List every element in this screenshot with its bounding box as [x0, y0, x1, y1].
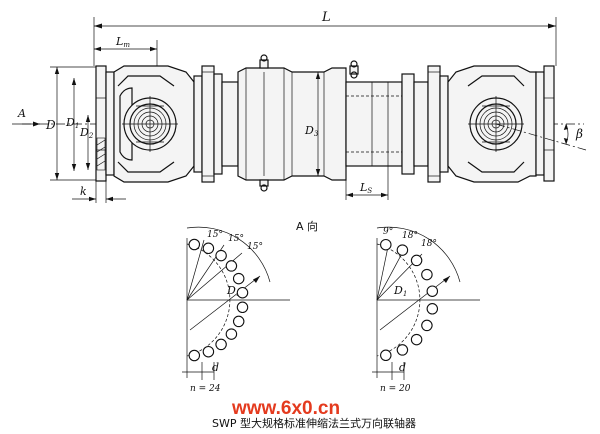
right-mid-flange: [413, 65, 449, 183]
dim-Lm-label: Lm: [115, 35, 130, 49]
bolt-hole-24-9: [225, 328, 238, 340]
bolt-pattern-24: D1 15° 15° 15° d n = 24: [182, 226, 290, 394]
svg-text:15°: 15°: [207, 230, 223, 240]
spline-sleeve: D3: [237, 54, 359, 192]
bolt-hole-20-7: [421, 319, 433, 332]
dim-L-label: L: [321, 10, 331, 25]
svg-text:15°: 15°: [247, 242, 263, 252]
dim-L: L: [93, 10, 557, 66]
bolt-hole-24-8: [232, 315, 245, 328]
bolt-hole-20-2: [396, 244, 409, 256]
bolt-hole-24-7: [236, 301, 249, 314]
bolt-hole-24-1: [188, 238, 201, 251]
bolt-hole-20-10: [380, 349, 392, 362]
pattern-20-D1: D1: [393, 284, 407, 298]
left-flange: [95, 65, 115, 182]
svg-text:LS: LS: [359, 181, 372, 195]
bolt-hole-24-6: [236, 286, 249, 299]
telescopic-shaft: [345, 73, 415, 175]
dim-LS: LS: [345, 166, 389, 200]
bolt-hole-20-5: [426, 285, 439, 297]
right-yoke: [447, 65, 537, 183]
bolt-hole-24-11: [202, 345, 215, 358]
svg-text:d: d: [399, 361, 406, 374]
svg-text:n = 20: n = 20: [380, 384, 411, 394]
bolt-hole-20-8: [410, 333, 423, 346]
bolt-hole-20-3: [410, 254, 423, 267]
left-yoke: [113, 65, 195, 183]
bolt-hole-20-1: [380, 238, 392, 251]
svg-text:D2: D2: [79, 126, 94, 140]
bolt-hole-24-2: [202, 242, 215, 255]
svg-text:d: d: [212, 361, 219, 374]
bolt-pattern-20: D1 9° 18° 18° d n = 20: [372, 226, 480, 394]
view-A-title: A 向: [296, 219, 318, 233]
watermark: www.6x0.cn: [231, 398, 340, 419]
bolt-hole-20-9: [396, 344, 409, 356]
bolt-hole-24-3: [215, 249, 227, 262]
left-mid-flange: [193, 65, 239, 183]
angle-beta: β: [495, 123, 587, 151]
svg-text:β: β: [575, 127, 583, 141]
dim-D: D: [45, 66, 96, 181]
dim-D2: D2: [79, 115, 94, 170]
right-flange: [535, 65, 555, 182]
svg-text:A: A: [17, 107, 26, 120]
view-arrow-A: A: [12, 107, 40, 127]
dim-D1: D1: [65, 78, 79, 171]
svg-text:18°: 18°: [421, 239, 437, 249]
dim-D3-label: D3: [304, 124, 319, 138]
bolt-hole-20-6: [426, 303, 439, 315]
dim-Lm: Lm: [94, 35, 158, 66]
bolt-hole-24-4: [225, 260, 238, 272]
svg-text:D1: D1: [65, 116, 79, 130]
svg-text:n = 24: n = 24: [190, 384, 221, 394]
svg-text:9°: 9°: [383, 227, 393, 237]
bolt-hole-24-10: [215, 338, 227, 351]
dim-k: k: [72, 181, 126, 203]
svg-text:15°: 15°: [228, 234, 244, 244]
figure-caption: SWP 型大规格标准伸缩法兰式万向联轴器: [212, 416, 416, 430]
bolt-hole-24-5: [232, 272, 245, 285]
bolt-hole-20-4: [421, 268, 433, 281]
bolt-hole-24-12: [188, 349, 201, 362]
svg-text:18°: 18°: [402, 231, 418, 241]
svg-text:k: k: [80, 185, 87, 198]
svg-text:D: D: [45, 118, 56, 132]
